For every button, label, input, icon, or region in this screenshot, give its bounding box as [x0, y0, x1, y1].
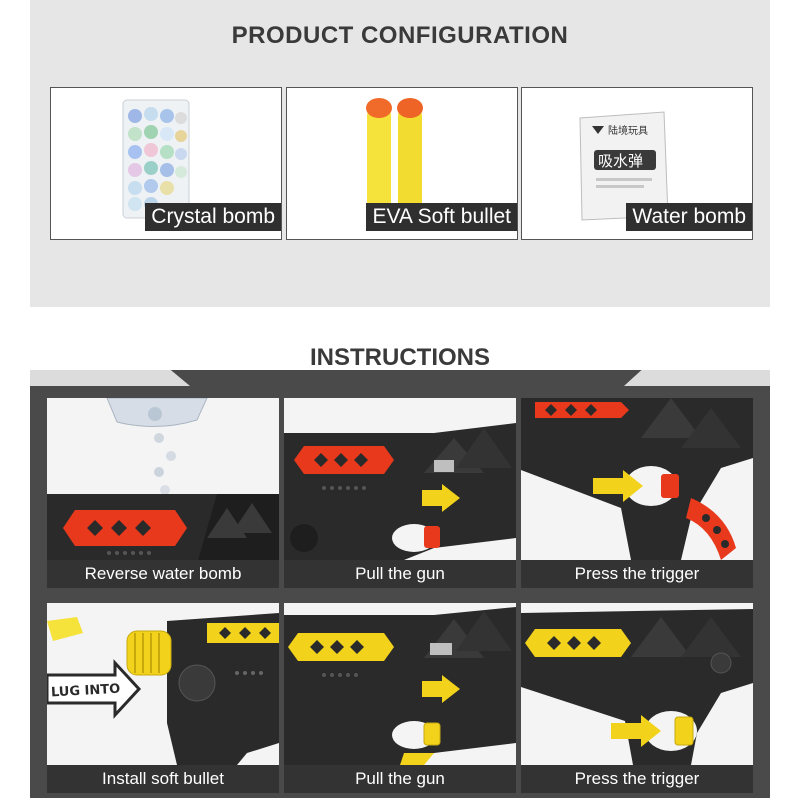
config-card-label: Water bomb — [626, 203, 752, 231]
instruction-step-3: Press the trigger — [521, 398, 753, 588]
water-pack-brand: 陆境玩具 — [608, 124, 648, 137]
eva-soft-bullet-image — [366, 98, 423, 214]
instruction-step-label: Press the trigger — [521, 765, 753, 793]
config-card-crystal-bomb: Crystal bomb — [50, 87, 282, 240]
config-card-eva-soft-bullet: EVA Soft bullet — [286, 87, 518, 240]
instructions-title: INSTRUCTIONS — [310, 344, 490, 371]
press-the-trigger-illustration-red — [521, 398, 753, 560]
press-the-trigger-illustration-yellow — [521, 609, 753, 765]
config-card-water-bomb: 陆境玩具 吸水弹 Water bomb — [521, 87, 753, 240]
instruction-step-label: Install soft bullet — [47, 765, 279, 793]
instruction-step-4: LUG INTO Install soft bullet — [47, 603, 279, 793]
crystal-bomb-image — [122, 99, 190, 219]
install-soft-bullet-illustration: LUG INTO — [47, 613, 279, 765]
instruction-step-label: Reverse water bomb — [47, 560, 279, 588]
instruction-step-label: Press the trigger — [521, 560, 753, 588]
instructions-tab-left — [30, 370, 190, 386]
instruction-step-label: Pull the gun — [284, 560, 516, 588]
reverse-water-bomb-illustration — [47, 398, 279, 564]
config-card-label: Crystal bomb — [145, 203, 281, 231]
water-pack-text: 吸水弹 — [598, 152, 643, 170]
instruction-step-2: Pull the gun — [284, 398, 516, 588]
instruction-step-label: Pull the gun — [284, 765, 516, 793]
pull-the-gun-illustration-red — [284, 423, 516, 560]
config-title: PRODUCT CONFIGURATION — [231, 22, 569, 49]
instructions-tab-right — [624, 370, 770, 386]
instruction-step-5: Pull the gun — [284, 603, 516, 793]
pull-the-gun-illustration-yellow — [284, 607, 516, 765]
config-card-label: EVA Soft bullet — [366, 203, 517, 231]
plug-into-text: LUG INTO — [51, 682, 121, 701]
water-bomb-image: 陆境玩具 吸水弹 — [579, 111, 669, 221]
instruction-step-1: Reverse water bomb — [47, 398, 279, 588]
instruction-step-6: Press the trigger — [521, 603, 753, 793]
